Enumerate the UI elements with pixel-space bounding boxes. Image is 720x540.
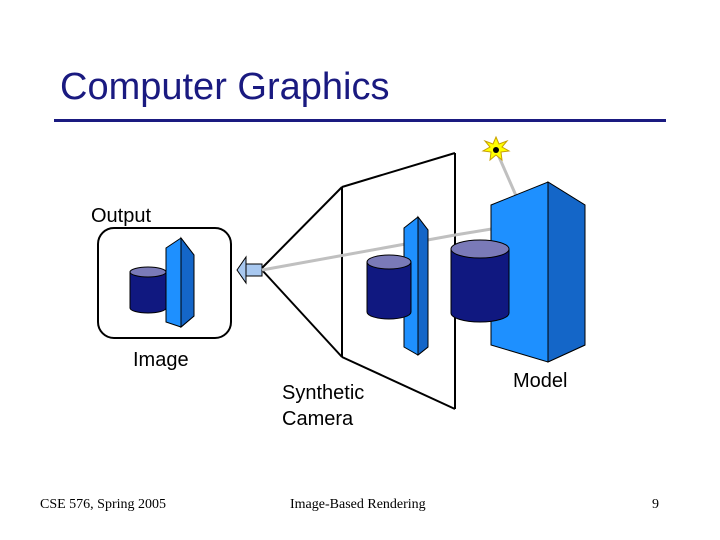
synthetic-camera-line2: Camera — [282, 408, 354, 430]
title-divider — [54, 119, 666, 122]
synthetic-camera-label: Synthetic Camera — [282, 380, 364, 432]
slide-title: Computer Graphics — [60, 66, 390, 108]
synthetic-camera-line1: Synthetic — [282, 382, 365, 404]
model-panel — [490, 181, 586, 363]
output-label: Output — [91, 205, 152, 227]
output-panel — [165, 236, 195, 329]
footer-topic: Image-Based Rendering — [290, 497, 426, 512]
footer-page-number: 9 — [652, 497, 659, 512]
footer-course: CSE 576, Spring 2005 — [40, 497, 167, 512]
camera-lens-icon — [236, 255, 263, 285]
model-label: Model — [513, 370, 568, 392]
camera-frustum — [261, 152, 456, 410]
model-cylinder — [450, 239, 510, 323]
light-source-icon — [481, 135, 511, 162]
output-cylinder — [129, 266, 167, 314]
image-plane-cylinder — [366, 254, 412, 320]
image-plane-panel — [403, 215, 429, 357]
image-label: Image — [133, 349, 189, 371]
